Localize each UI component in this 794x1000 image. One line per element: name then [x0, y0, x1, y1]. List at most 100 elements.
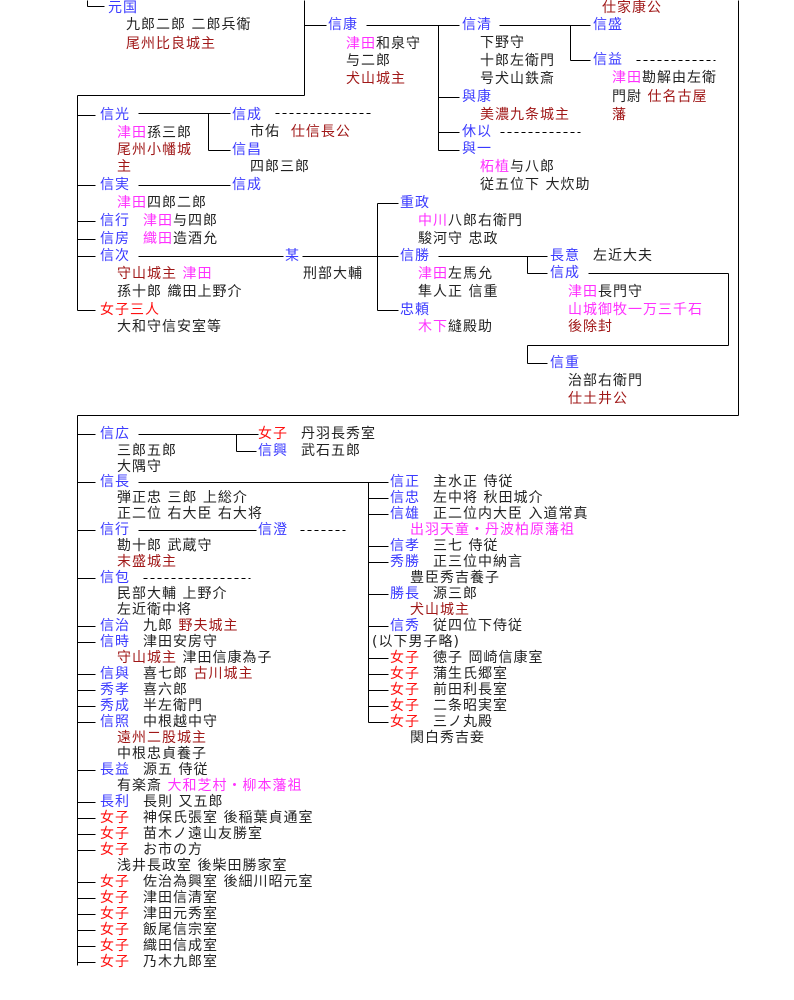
person-detail: 津田孫三郎 [117, 124, 192, 142]
person-detail: 柘植与八郎 [480, 158, 555, 176]
person-entry: 秀孝喜六郎 [100, 681, 188, 699]
person-name: 長利 [100, 794, 130, 810]
title-text: 従五位下 大炊助 [480, 177, 591, 193]
person-name: 休以 [462, 124, 492, 140]
clan-name: 津田 [182, 266, 213, 282]
person-detail: 左近衛中将 [117, 601, 192, 619]
person-detail: 山城御牧一万三千石 [568, 301, 703, 319]
person-entry: 信勝 [400, 247, 430, 265]
person-name: 信光 [100, 107, 130, 123]
person-entry: 信次 [100, 247, 130, 265]
clan-name: 柘植 [480, 159, 510, 175]
person-detail: 藩 [612, 106, 627, 124]
person-entry: 元国 [108, 0, 138, 17]
title-text: 津田元秀室 [143, 906, 218, 922]
castle-note: 主 [117, 159, 132, 175]
title-text: 苗木ノ遠山友勝室 [143, 826, 263, 842]
person-detail: 関白秀吉妾 [410, 729, 485, 747]
person-detail: 四郎三郎 [250, 158, 310, 176]
person-detail: 三郎五郎 [117, 442, 177, 460]
person-entry: 信康 [328, 16, 358, 34]
person-detail: 弾正忠 三郎 上総介 [117, 489, 248, 507]
title-text: 正二位 右大臣 右大将 [117, 506, 263, 522]
female-entry: 女子お市の方 [100, 841, 203, 859]
title-text: 津田信康為子 [182, 650, 273, 666]
female-entry: 女子佐治為興室 後細川昭元室 [100, 873, 313, 891]
person-entry: 信孝三七 侍従 [390, 537, 498, 555]
castle-note: 犬山城主 [346, 71, 406, 87]
title-text: 八郎右衛門 [448, 213, 523, 229]
person-entry: 信房織田造酒允 [100, 230, 218, 248]
person-detail: 孫十郎 織田上野介 [117, 283, 242, 301]
title-text: 中根越中守 [143, 714, 218, 730]
person-name: 信昌 [232, 142, 262, 158]
title-text: 丹羽長秀室 [301, 426, 376, 442]
person-entry: 長利長則 又五郎 [100, 793, 223, 811]
title-text: 駿河守 忠政 [418, 231, 499, 247]
person-name: 信次 [100, 248, 130, 264]
person-detail: 津田四郎二郎 [117, 194, 207, 212]
person-detail: 仕家康公 [602, 0, 662, 17]
clan-name: 津田 [117, 195, 147, 211]
castle-note: 仕信長公 [290, 124, 351, 140]
title-text: お市の方 [143, 842, 203, 858]
person-name: 信正 [390, 474, 420, 490]
title-text: 治部右衛門 [568, 373, 643, 389]
person-detail: 後除封 [568, 318, 613, 336]
person-entry: 信行 [100, 521, 130, 539]
person-detail: 刑部大輔 [303, 265, 363, 283]
title-text: 飯尾信宗室 [143, 922, 218, 938]
title-text: 中根忠貞養子 [117, 746, 207, 762]
title-text: (以下男子略) [372, 634, 460, 650]
title-text: 正二位内大臣 入道常真 [433, 506, 589, 522]
person-entry: 信正主水正 侍従 [390, 473, 513, 491]
title-text: 左中将 秋田城介 [433, 490, 544, 506]
title-text: 九郎 [143, 618, 179, 634]
person-name: 信雄 [390, 506, 420, 522]
person-name: 信勝 [400, 248, 430, 264]
title-text: 喜六郎 [143, 682, 188, 698]
clan-name: 織田 [143, 231, 173, 247]
person-name: 信忠 [390, 490, 420, 506]
female-label: 女子 [390, 666, 420, 682]
title-text: 造酒允 [173, 231, 218, 247]
person-detail: 末盛城主 [117, 553, 177, 571]
title-text: 左馬允 [448, 266, 493, 282]
title-text: 弾正忠 三郎 上総介 [117, 490, 248, 506]
person-name: 信時 [100, 634, 130, 650]
person-entry: 信秀従四位下侍従 [390, 617, 523, 635]
person-name: 信照 [100, 714, 130, 730]
female-label: 女子 [390, 650, 420, 666]
person-name: 信行 [100, 522, 130, 538]
castle-note: 尾州小幡城 [117, 142, 192, 158]
person-entry: 重政 [400, 194, 430, 212]
person-detail: 仕土井公 [568, 390, 628, 408]
title-text: 豊臣秀吉養子 [410, 570, 500, 586]
title-text: 大隅守 [117, 459, 162, 475]
clan-name: 津田 [346, 36, 376, 52]
female-entry: 女子二条昭実室 [390, 697, 508, 715]
person-name: 信康 [328, 17, 358, 33]
title-text: 津田信清室 [143, 890, 218, 906]
title-text: 隼人正 信重 [418, 284, 499, 300]
female-label: 女子 [100, 954, 130, 970]
person-detail: 津田左馬允 [418, 265, 493, 283]
title-text: 刑部大輔 [303, 266, 363, 282]
person-entry: 某 [285, 247, 300, 265]
person-detail: 治部右衛門 [568, 372, 643, 390]
person-name: 元国 [108, 0, 138, 16]
person-detail: 津田長門守 [568, 283, 643, 301]
female-entry: 女子徳子 岡崎信康室 [390, 649, 543, 667]
clan-name: 津田 [418, 266, 448, 282]
clan-name: 津田 [568, 284, 598, 300]
title-text: 与八郎 [510, 159, 555, 175]
person-entry: 信包 [100, 569, 130, 587]
title-text: 下野守 [480, 35, 525, 51]
castle-note: 尾州比良城主 [126, 36, 216, 52]
person-name: 信行 [100, 213, 130, 229]
person-detail: 木下縫殿助 [418, 318, 493, 336]
title-text: 源三郎 [433, 586, 478, 602]
castle-note: 犬山城主 [410, 602, 470, 618]
female-entry: 女子飯尾信宗室 [100, 921, 218, 939]
title-text: 前田利長室 [433, 682, 508, 698]
